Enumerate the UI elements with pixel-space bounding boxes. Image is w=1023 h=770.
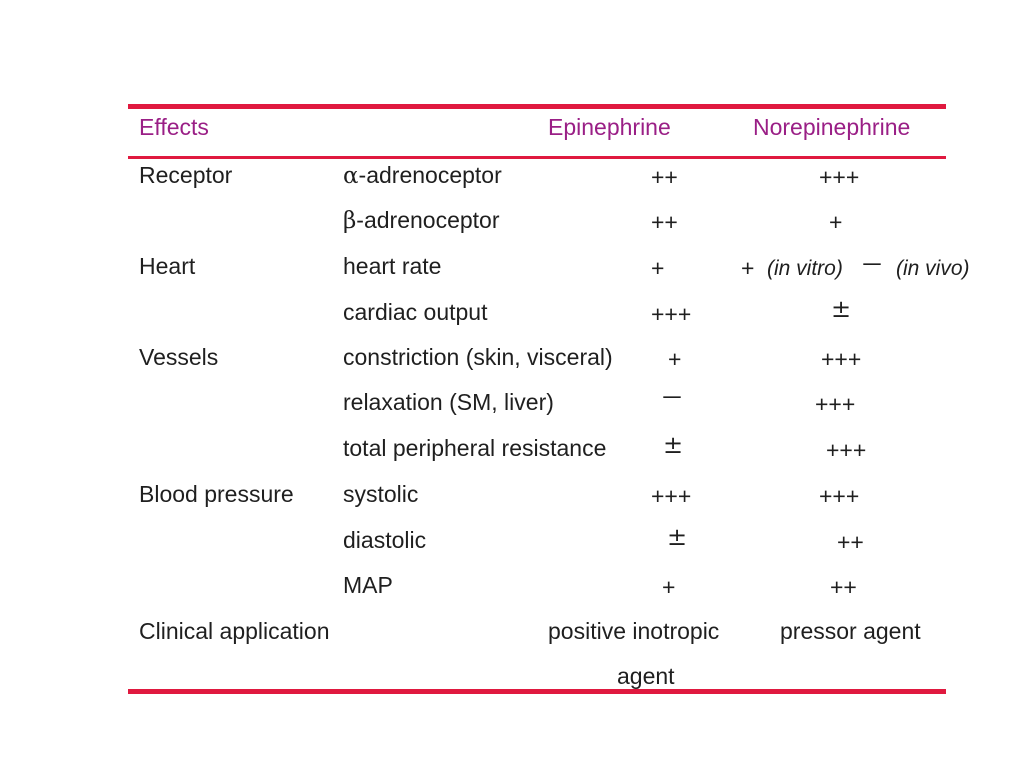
norepi-value: ++ bbox=[830, 574, 857, 600]
category-vessels: Vessels bbox=[139, 344, 219, 370]
norepi-minus: － bbox=[860, 251, 884, 279]
effect-relaxation: relaxation (SM, liver) bbox=[343, 389, 554, 415]
epi-value: ++ bbox=[651, 164, 678, 190]
norepi-value: ± bbox=[831, 295, 852, 323]
header-effects: Effects bbox=[139, 114, 209, 140]
alpha-symbol: α bbox=[343, 163, 359, 189]
header-epinephrine: Epinephrine bbox=[548, 114, 671, 140]
norepi-value: +++ bbox=[819, 483, 860, 509]
norepi-value: +++ bbox=[821, 346, 862, 372]
norepi-value: +++ bbox=[815, 391, 856, 417]
category-clinical-application: Clinical application bbox=[139, 618, 330, 644]
epi-value: +++ bbox=[651, 301, 692, 327]
epi-value: +++ bbox=[651, 483, 692, 509]
effect-map: MAP bbox=[343, 572, 393, 598]
effect-cardiac-output: cardiac output bbox=[343, 299, 488, 325]
category-heart: Heart bbox=[139, 253, 196, 279]
norepi-clinical: pressor agent bbox=[780, 618, 921, 644]
category-receptor: Receptor bbox=[139, 162, 233, 188]
norepi-value: +++ bbox=[819, 164, 860, 190]
norepi-in-vitro: (in vitro) bbox=[767, 257, 843, 280]
epi-value: － bbox=[660, 384, 684, 412]
effect-systolic: systolic bbox=[343, 481, 419, 507]
epi-value: ++ bbox=[651, 209, 678, 235]
norepi-in-vivo: (in vivo) bbox=[896, 257, 970, 280]
epi-value: ± bbox=[663, 431, 684, 459]
norepi-value: + bbox=[829, 209, 843, 235]
effect-label: -adrenoceptor bbox=[356, 207, 500, 233]
norepi-value: +++ bbox=[826, 437, 867, 463]
effect-total-peripheral-resistance: total peripheral resistance bbox=[343, 435, 607, 461]
epi-clinical-line1: positive inotropic bbox=[548, 618, 720, 644]
effect-label: -adrenoceptor bbox=[358, 162, 502, 188]
effect-diastolic: diastolic bbox=[343, 527, 427, 553]
norepi-plus: + bbox=[741, 255, 755, 281]
effect-constriction: constriction (skin, visceral) bbox=[343, 344, 613, 370]
epi-value: + bbox=[668, 346, 682, 372]
norepi-value: ++ bbox=[837, 529, 864, 555]
table-header-rule bbox=[128, 156, 946, 159]
epi-value: ± bbox=[667, 523, 688, 551]
table-top-rule bbox=[128, 104, 946, 109]
table-bottom-rule bbox=[128, 689, 946, 694]
effect-heart-rate: heart rate bbox=[343, 253, 442, 279]
epi-value: + bbox=[651, 255, 665, 281]
epi-value: + bbox=[662, 574, 676, 600]
effect-beta-adrenoceptor: β-adrenoceptor bbox=[343, 207, 500, 234]
header-norepinephrine: Norepinephrine bbox=[753, 114, 911, 140]
beta-symbol: β bbox=[343, 208, 357, 234]
effect-alpha-adrenoceptor: α-adrenoceptor bbox=[343, 162, 502, 189]
epi-clinical-line2: agent bbox=[617, 663, 675, 689]
category-blood-pressure: Blood pressure bbox=[139, 481, 294, 507]
